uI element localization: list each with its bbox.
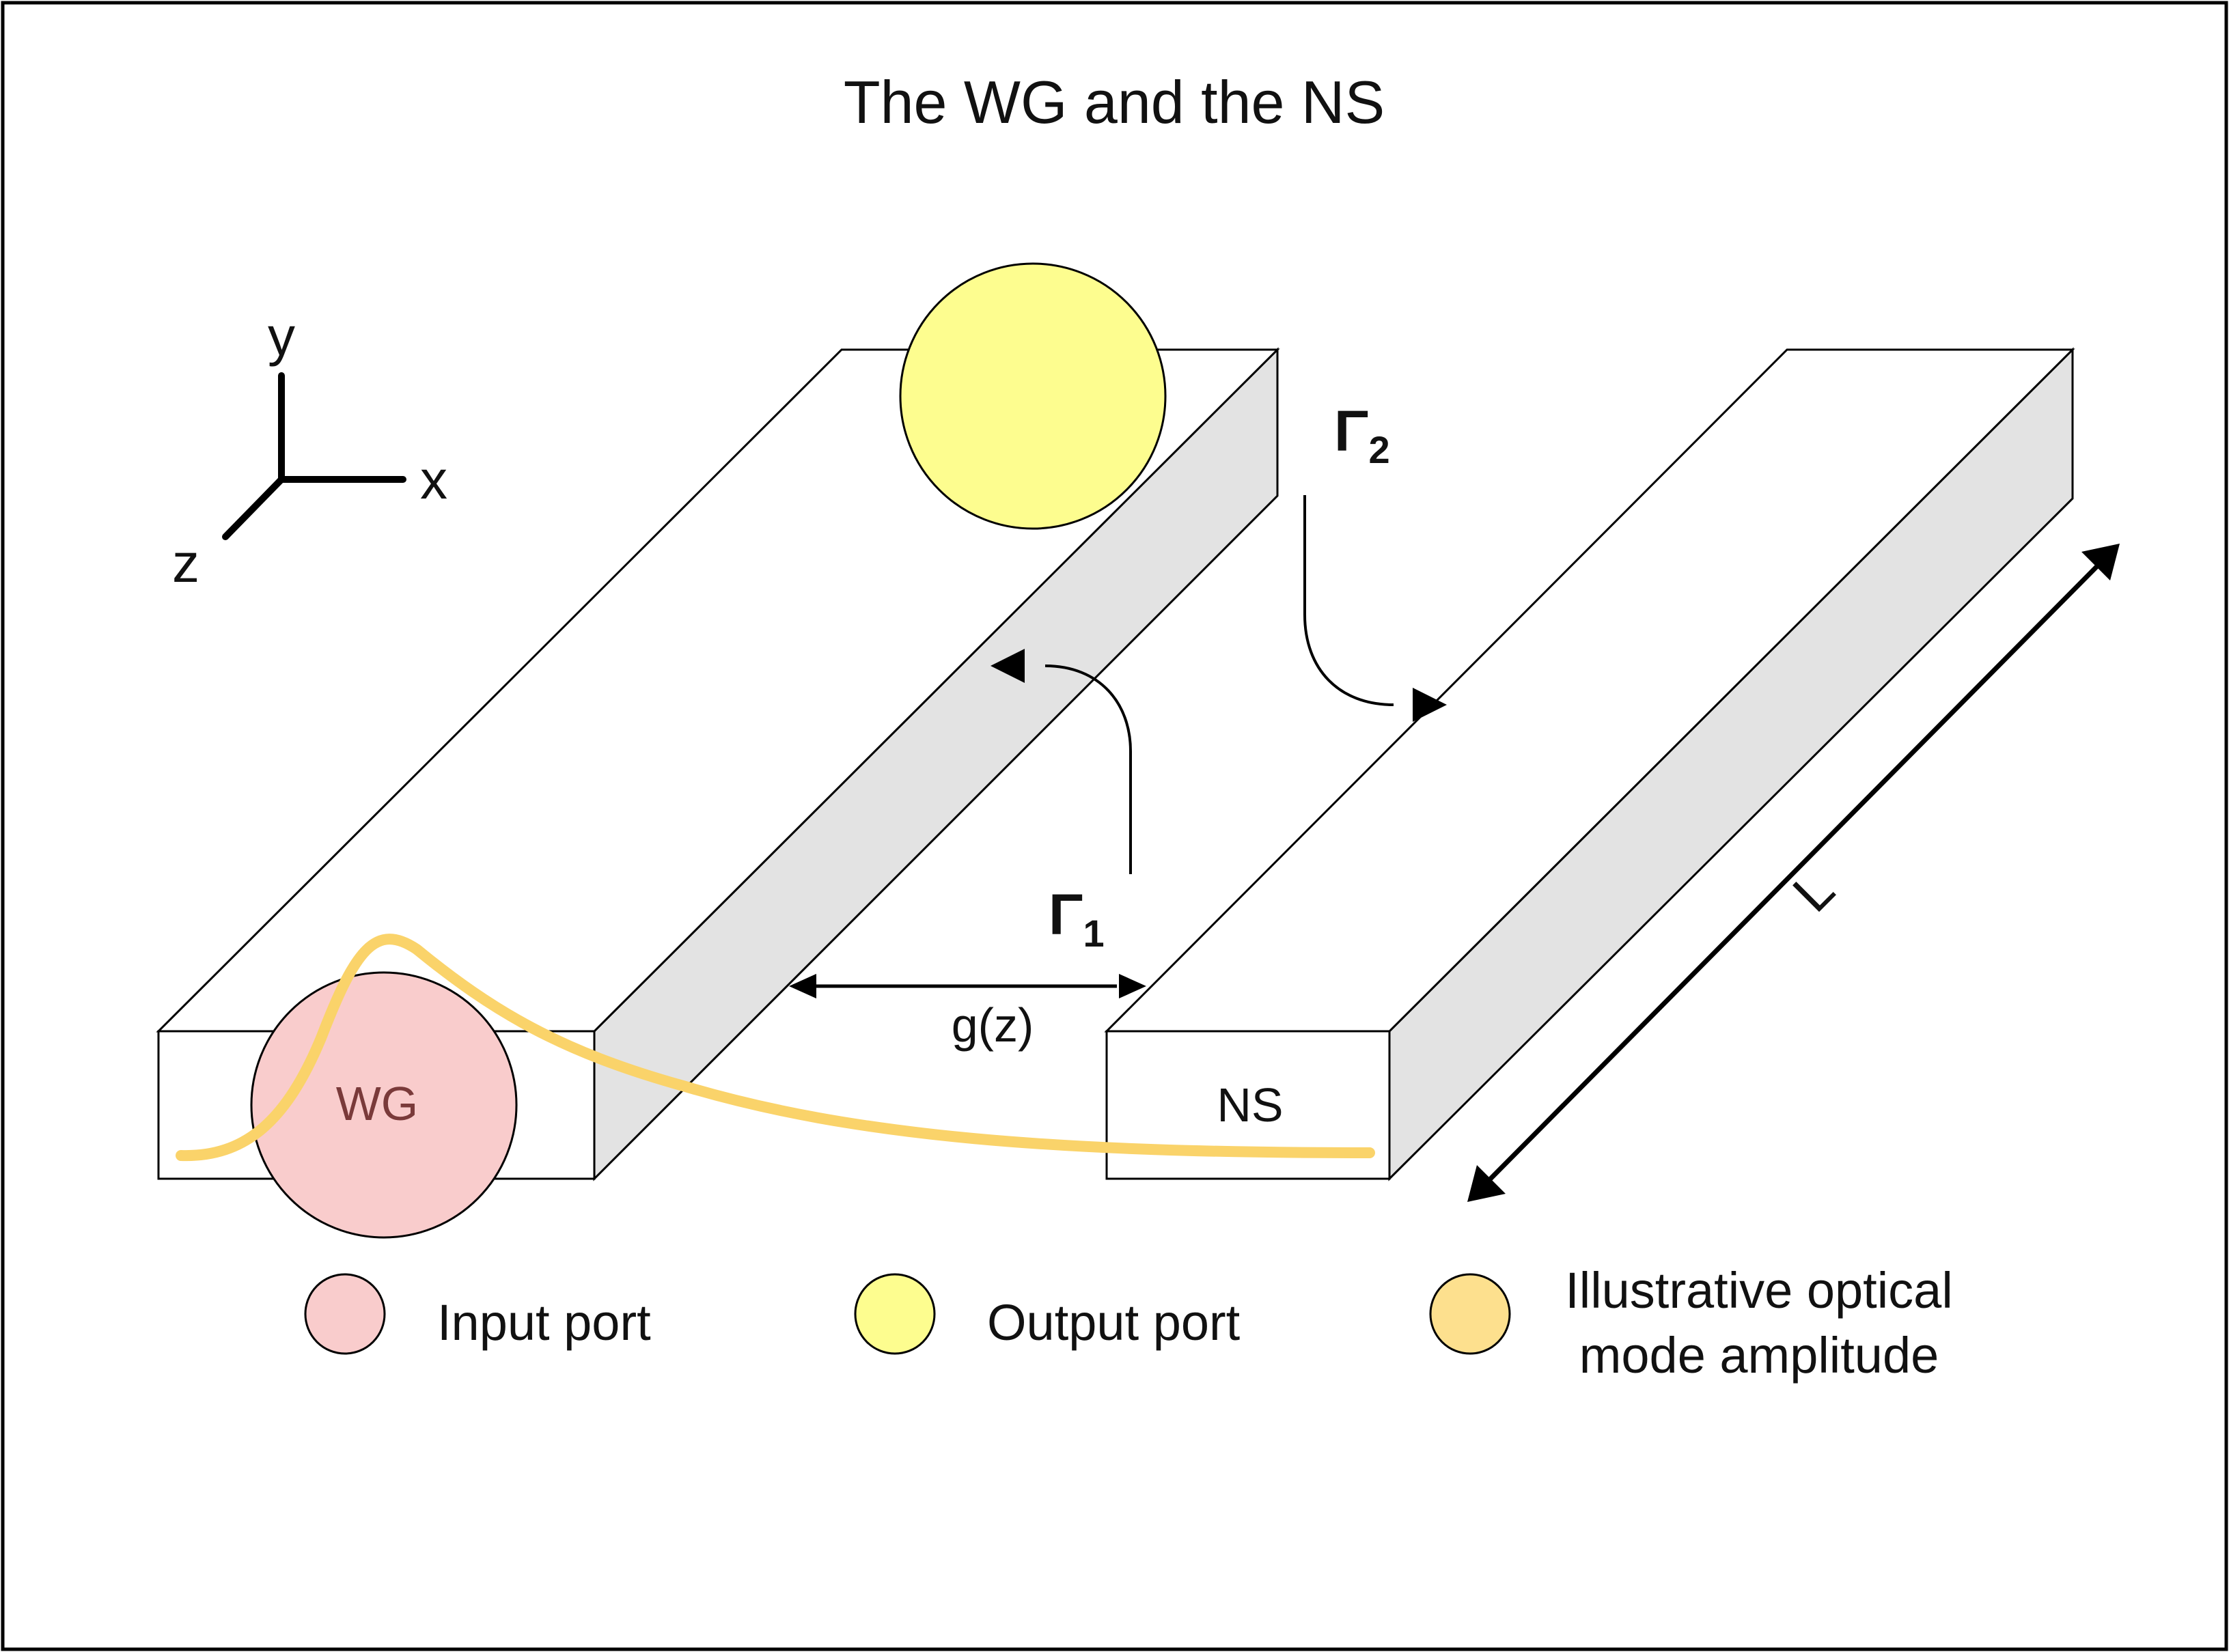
gap-label: g(z) [952, 998, 1034, 1052]
legend-output-port-swatch [854, 1273, 936, 1355]
y-axis-label: y [268, 306, 295, 367]
legend: Input port Output port Illustrative opti… [304, 1262, 1953, 1384]
x-axis-label: x [420, 449, 447, 510]
length-arrowhead-top [2081, 544, 2120, 580]
nanostructure-box [1104, 347, 2075, 1181]
gamma2-symbol: Γ [1334, 399, 1369, 463]
mode-amplitude-curve [176, 934, 1375, 1162]
nanostructure-label: NS [1217, 1078, 1283, 1132]
legend-mode-amplitude-swatch [1429, 1273, 1511, 1355]
gamma1-symbol: Γ [1049, 882, 1083, 947]
length-arrow-line [1486, 562, 2101, 1184]
legend-input-port-swatch [304, 1273, 386, 1355]
waveguide-label: WG [336, 1077, 419, 1130]
length-arrowhead-bottom [1467, 1165, 1506, 1202]
gap-arrowhead-left [789, 974, 816, 998]
gamma1-arrowhead [991, 649, 1025, 683]
legend-mode-amplitude-label-line2: mode amplitude [1579, 1327, 1939, 1384]
gamma1-arrow [1044, 664, 1132, 874]
legend-input-port-label: Input port [437, 1294, 651, 1351]
gamma1-label: Γ1 [1049, 882, 1105, 955]
gamma2-arrowhead [1413, 688, 1447, 722]
gamma2-label: Γ2 [1334, 399, 1390, 471]
legend-mode-amplitude-label-line1: Illustrative optical [1565, 1262, 1953, 1319]
gap-arrowhead-right [1119, 974, 1146, 998]
coordinate-axes [222, 372, 406, 540]
z-axis-line [222, 476, 285, 540]
z-axis-label: z [172, 533, 199, 593]
gamma2-arrow [1303, 495, 1394, 706]
gamma2-subscript: 2 [1369, 428, 1390, 471]
output-port-circle [899, 262, 1167, 530]
diagram-title: The WG and the NS [844, 68, 1385, 136]
legend-output-port-label: Output port [987, 1294, 1241, 1351]
gamma1-subscript: 1 [1083, 912, 1105, 955]
